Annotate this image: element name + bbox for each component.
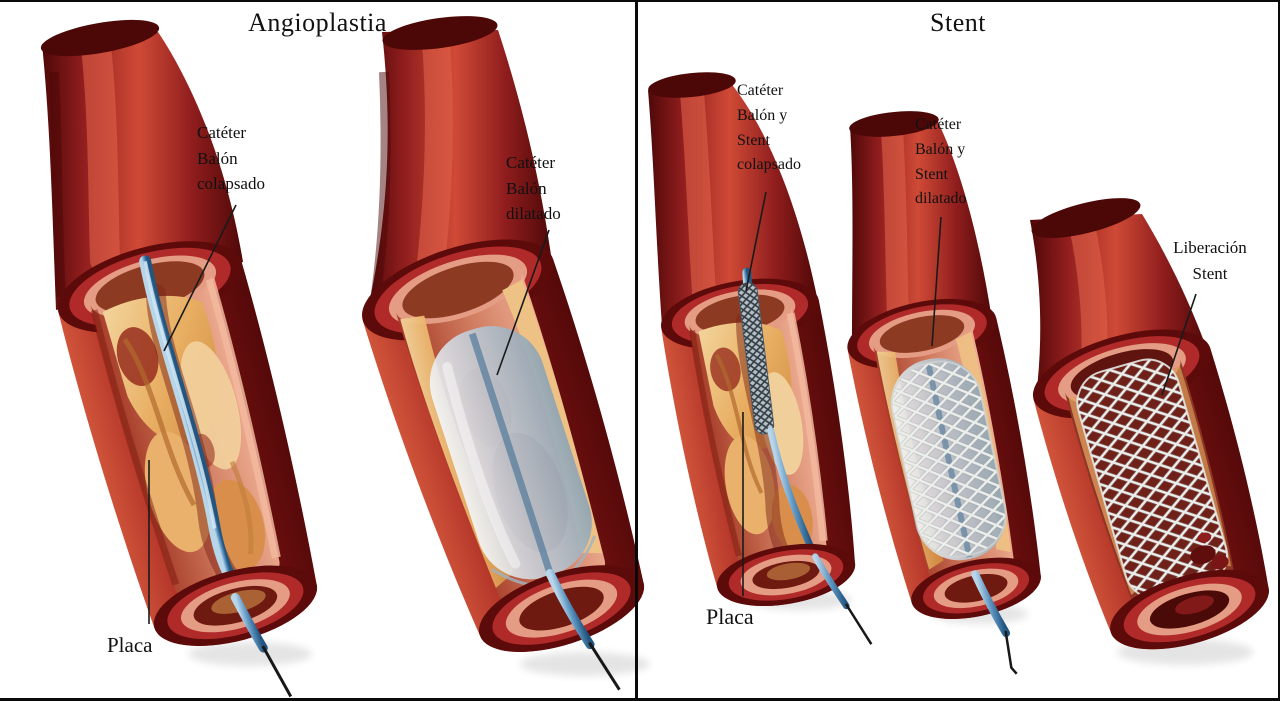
guide-wire bbox=[1004, 630, 1018, 675]
guide-wire bbox=[844, 603, 873, 645]
leader-cateter-balon-colapsado bbox=[163, 204, 237, 352]
artery-stent-dilated bbox=[847, 111, 1041, 675]
catheter-collapsed-balloon bbox=[139, 255, 240, 588]
leader-cateter-balon-stent-dilatado bbox=[931, 216, 942, 347]
guide-wire bbox=[588, 641, 621, 691]
label-cateter-balon-colapsado: Catéter Balón colapsado bbox=[197, 123, 265, 193]
leader-cateter-balon-dilatado bbox=[496, 229, 550, 376]
leader-lines bbox=[148, 191, 1197, 624]
stent-mesh bbox=[891, 361, 1006, 557]
leader-cateter-balon-stent-colapsado bbox=[745, 191, 767, 292]
artery-angioplasty-collapsed bbox=[40, 19, 318, 698]
label-placa-right: Placa bbox=[706, 604, 754, 629]
artery-top-cap bbox=[382, 16, 498, 50]
artery-bottom-cut bbox=[1110, 569, 1269, 650]
artery-top-cap bbox=[40, 19, 160, 57]
artery-angioplasty-dilated bbox=[362, 16, 650, 691]
artery-stent-released bbox=[1030, 198, 1269, 665]
artery-top-cap bbox=[1031, 198, 1141, 238]
stent-collapsed-on-catheter bbox=[737, 282, 775, 435]
label-cateter-balon-stent-colapsado: Catéter Balón y Stent colapsado bbox=[737, 82, 801, 174]
guide-wire bbox=[261, 645, 293, 698]
right-panel-title: Stent bbox=[930, 8, 986, 37]
label-placa-left: Placa bbox=[107, 633, 153, 657]
artery-top-cap bbox=[849, 111, 939, 137]
leader-liberacion-stent bbox=[1161, 293, 1197, 396]
balloon-dilated bbox=[429, 326, 597, 588]
label-liberacion-stent: Liberación Stent bbox=[1173, 238, 1247, 283]
label-cateter-balon-stent-dilatado: Catéter Balón y Stent dilatado bbox=[915, 116, 967, 208]
artery-bottom-cut bbox=[911, 557, 1041, 619]
artery-stent-collapsed bbox=[648, 72, 873, 645]
artery-bottom-cut bbox=[478, 565, 645, 652]
label-cateter-balon-dilatado: Catéter Balón dilatado bbox=[506, 153, 561, 223]
balloon-with-stent bbox=[890, 358, 1007, 561]
panel-divider bbox=[635, 2, 638, 698]
clots bbox=[1190, 532, 1229, 570]
left-panel-title: Angioplastia bbox=[248, 8, 387, 37]
artery-top-cap bbox=[648, 72, 736, 98]
